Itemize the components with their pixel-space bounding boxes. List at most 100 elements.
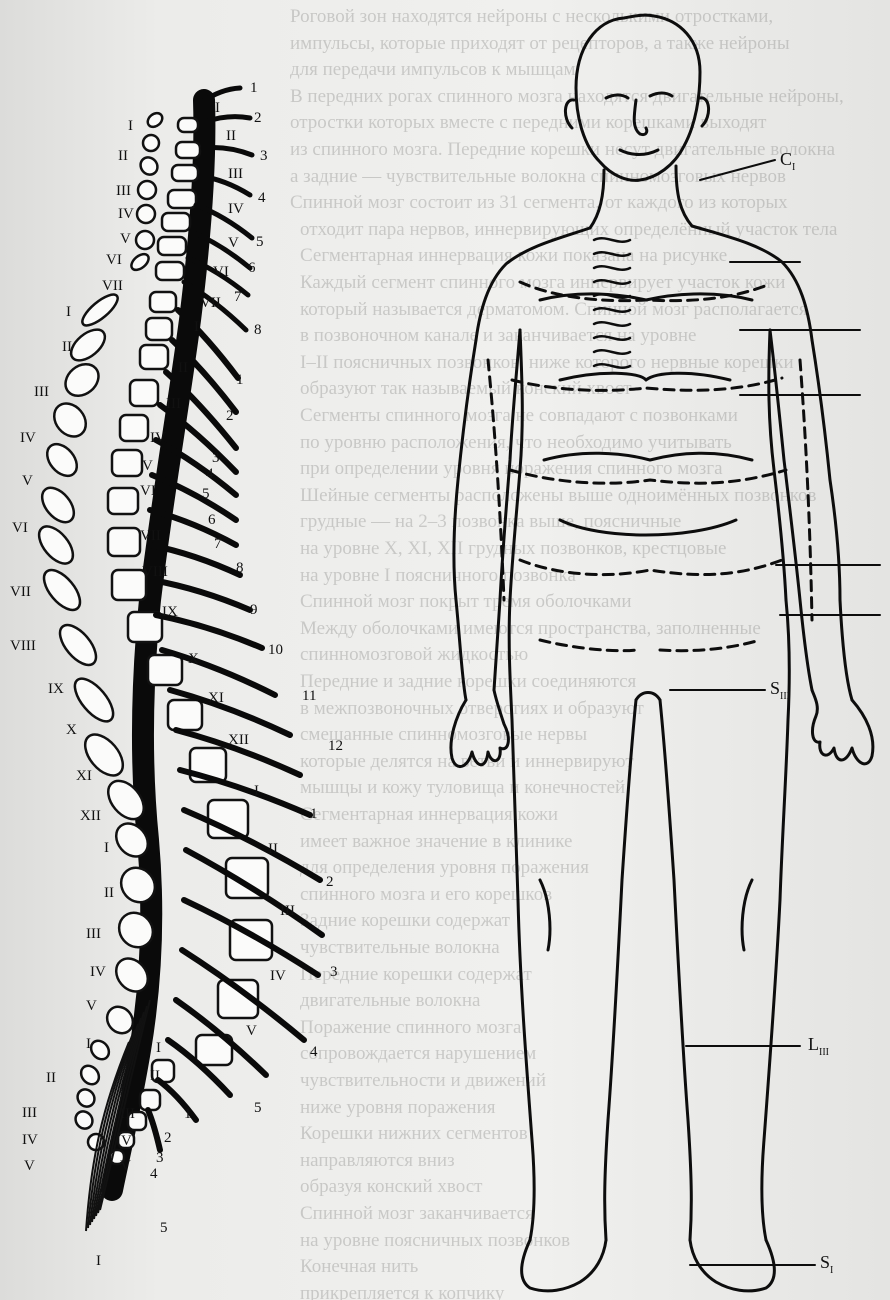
vertebra-body <box>108 488 138 514</box>
vertebra-label: I <box>86 1036 91 1052</box>
segment-label: I <box>156 1040 161 1056</box>
segment-label: II <box>226 128 236 144</box>
segment-label: II <box>150 1068 160 1084</box>
vertebra-body <box>176 142 200 158</box>
dermatome-label-main: S <box>770 678 780 698</box>
nerve-number: 1 <box>236 372 244 388</box>
segment-label: II <box>178 360 188 376</box>
nerve-number: 1 <box>310 806 318 822</box>
nerve-number: 4 <box>206 466 214 482</box>
cervical-wave <box>594 252 630 255</box>
vertebra-label: I <box>104 840 109 856</box>
segment-label: III <box>120 1106 135 1122</box>
cervical-wave <box>594 266 630 269</box>
left-leg-inner <box>605 700 636 1240</box>
nerve-number: 4 <box>150 1166 158 1182</box>
transverse-process <box>48 397 93 443</box>
nerve-number: 8 <box>254 322 262 338</box>
vertebra-label: III <box>34 384 49 400</box>
nerve-number: 11 <box>302 688 316 704</box>
nerve-number: 6 <box>248 260 256 276</box>
transverse-process <box>128 251 151 273</box>
nerve-number: 8 <box>236 560 244 576</box>
segment-label: XI <box>208 690 224 706</box>
vertebra-body <box>112 570 146 600</box>
left-shoulder <box>476 228 590 340</box>
vertebra-label: IV <box>20 430 36 446</box>
nerve-number: 2 <box>164 1130 172 1146</box>
left-ear <box>565 100 574 128</box>
vertebra-body <box>178 118 198 132</box>
nerve-number: 3 <box>260 148 268 164</box>
segment-label: II <box>268 841 278 857</box>
dermatome-label: SI <box>820 1252 833 1276</box>
vertebra-label: VII <box>10 584 31 600</box>
transverse-process <box>72 1108 96 1132</box>
vertebra-label: V <box>22 473 33 489</box>
vertebra-body <box>112 450 142 476</box>
vertebra-label: IV <box>118 206 134 222</box>
vertebra-body <box>172 165 198 181</box>
transverse-process <box>145 110 165 129</box>
abdomen-line <box>560 520 736 535</box>
left-hand <box>451 690 508 767</box>
segment-label: V <box>142 458 153 474</box>
segment-label: VIII <box>142 564 168 580</box>
spinal-nerve <box>148 1110 160 1150</box>
pointer-c1 <box>700 160 775 180</box>
dermatome-groin-right <box>660 640 760 651</box>
transverse-process <box>59 358 105 403</box>
nerve-number: 4 <box>310 1044 318 1060</box>
transverse-process <box>53 619 102 671</box>
vertebra-label: II <box>118 148 128 164</box>
dermatome-label-main: S <box>820 1252 830 1272</box>
dermatome-label-main: L <box>808 1034 819 1054</box>
vertebra-label: IV <box>22 1132 38 1148</box>
human-body-outline <box>451 15 880 1291</box>
dermatome-label: CI <box>780 149 795 173</box>
vertebra-body <box>162 213 190 231</box>
vertebra-label: I <box>128 118 133 134</box>
segment-label: VII <box>140 528 161 544</box>
nerve-number: 3 <box>156 1150 164 1166</box>
nerve-number: 5 <box>256 234 264 250</box>
segment-label: V <box>228 235 239 251</box>
vertebra-label: I <box>66 304 71 320</box>
transverse-process <box>87 1037 112 1063</box>
vertebra-body <box>158 237 186 255</box>
dermatome-label-sub: III <box>819 1047 829 1058</box>
chest-line <box>560 373 730 380</box>
dermatome-arm-left <box>488 360 504 600</box>
nerve-number: 1 <box>184 1106 192 1122</box>
vertebra-body <box>120 415 148 441</box>
right-leg-inner <box>660 700 691 1240</box>
segment-label: III <box>166 396 181 412</box>
vertebra-label: VI <box>12 520 28 536</box>
segment-label: VI <box>213 264 229 280</box>
vertebra-label: V <box>120 231 131 247</box>
nerve-number: 5 <box>202 486 210 502</box>
transverse-process <box>132 227 157 252</box>
dermatome-label: SIII <box>770 678 790 702</box>
cervical-wave <box>594 308 630 311</box>
vertebra-label: VI <box>106 252 122 268</box>
transverse-process <box>140 132 163 155</box>
cervical-wave <box>594 238 630 241</box>
neck-right <box>676 166 692 226</box>
left-knee <box>540 880 550 950</box>
nerve-number: 1 <box>250 80 258 96</box>
nerve-number: 12 <box>328 738 343 754</box>
dermatome-abdomen <box>510 470 786 483</box>
vertebra-label: III <box>116 183 131 199</box>
segment-label: IV <box>150 430 166 446</box>
transverse-process <box>78 290 122 331</box>
segment-label: I <box>215 100 220 116</box>
transverse-process <box>133 201 158 226</box>
dermatome-groin-left <box>540 640 636 651</box>
vertebra-body <box>168 190 196 208</box>
segment-label: IV <box>228 201 244 217</box>
transverse-process <box>36 482 80 528</box>
nerve-number: 10 <box>268 642 283 658</box>
transverse-process <box>74 1086 98 1110</box>
transverse-process <box>68 672 120 727</box>
